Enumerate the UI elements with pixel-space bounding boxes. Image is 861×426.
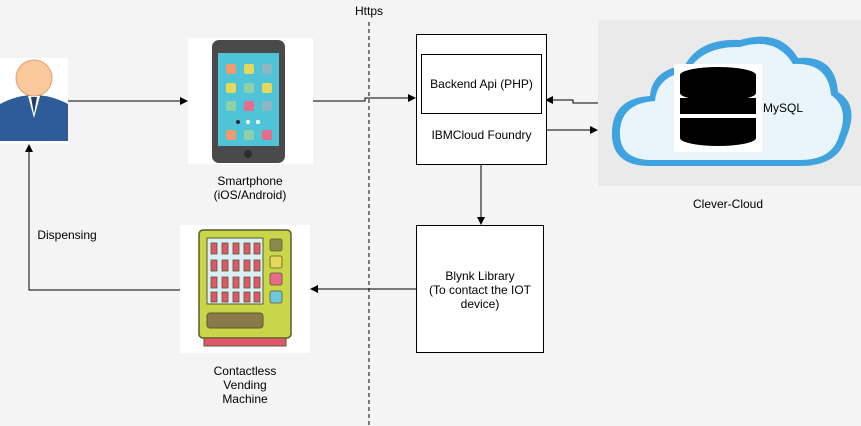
arrow-vending-to-person [25, 144, 180, 291]
dispensing-label: Dispensing [37, 228, 97, 242]
https-label: Https [354, 4, 383, 18]
database-icon [674, 64, 762, 152]
blynk-library-box [416, 225, 544, 353]
mysql-label: MySQL [762, 101, 803, 115]
arrow-db-to-backend [545, 96, 598, 104]
backend-api-label: Backend Api (PHP) [430, 77, 533, 91]
smartphone-icon [188, 38, 313, 164]
vending-machine-label: Contactless Vending Machine [213, 364, 277, 406]
vending-machine-icon [180, 225, 310, 353]
ibmcloud-foundry-label: IBMCloud Foundry [431, 128, 532, 142]
backend-api-box [421, 54, 542, 114]
smartphone-label: Smartphone (iOS/Android) [213, 174, 287, 202]
clever-cloud-label: Clever-Cloud [692, 197, 764, 211]
person-icon [0, 58, 68, 144]
arrow-phone-to-backend [313, 94, 416, 102]
blynk-library-label: Blynk Library (To contact the IOT device… [428, 269, 532, 311]
